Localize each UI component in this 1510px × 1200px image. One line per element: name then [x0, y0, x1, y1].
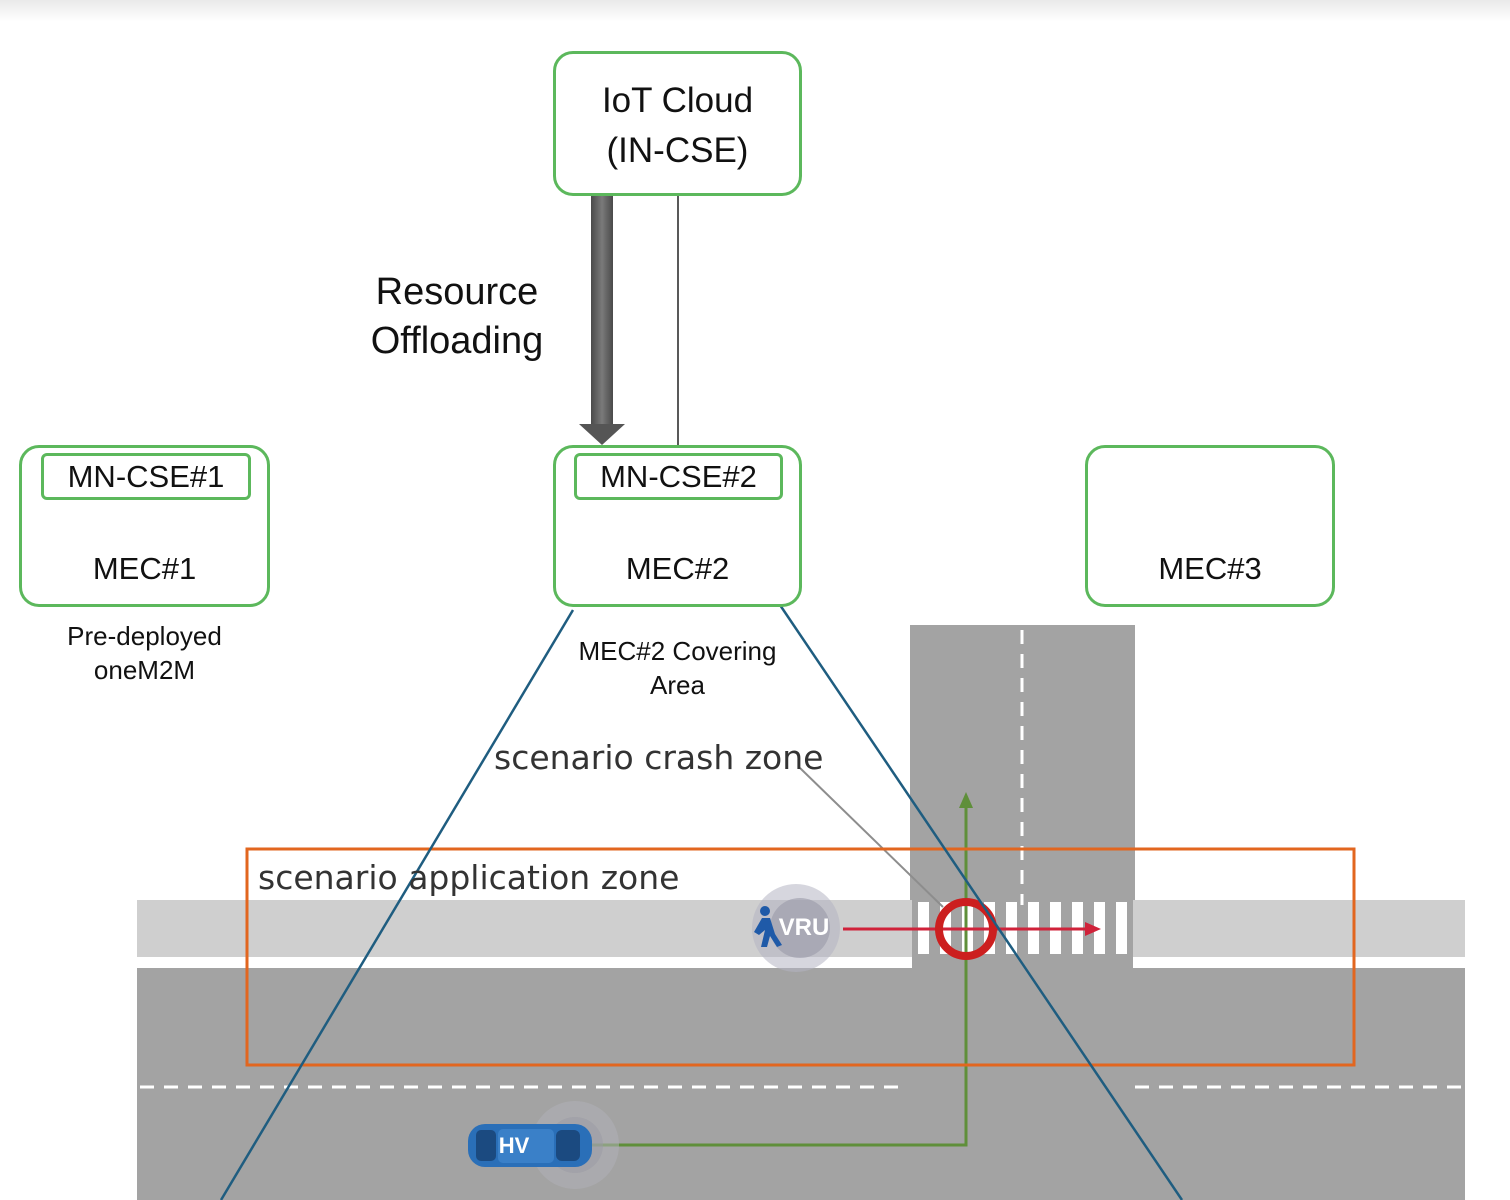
- cloud-title: IoT Cloud: [601, 81, 754, 120]
- application-zone-label: scenario application zone: [258, 858, 680, 897]
- mec2-box: MN-CSE#2 MEC#2: [553, 445, 802, 607]
- road-edge-left: [137, 957, 912, 968]
- hv-path-arrowhead: [959, 792, 973, 808]
- coverage-line-left: [219, 609, 575, 1200]
- vru-path-arrowhead: [1085, 922, 1101, 936]
- mn-cse2-box: MN-CSE#2: [574, 453, 783, 500]
- offload-arrow-head: [579, 424, 625, 445]
- application-zone: [245, 847, 1356, 1067]
- top-shadow: [0, 0, 1510, 22]
- coverage-line-right: [778, 604, 1184, 1200]
- crash-zone-pointer: [799, 767, 944, 908]
- hv-path: [585, 800, 968, 1147]
- car-icon: [468, 1124, 592, 1167]
- mec2-caption-line2: Area: [650, 670, 705, 700]
- mn-cse1-box: MN-CSE#1: [41, 453, 251, 500]
- mec1-caption-line1: Pre-deployed: [67, 621, 222, 651]
- crash-ring: [935, 898, 997, 960]
- vru-label: VRU: [778, 914, 830, 941]
- iot-cloud-box: IoT Cloud (IN-CSE): [553, 51, 802, 196]
- offload-label-line1: Resource: [375, 271, 539, 313]
- mec2-caption-line1: MEC#2 Covering: [578, 636, 777, 666]
- sidewalk-right: [1133, 900, 1465, 957]
- main-road: [137, 968, 1465, 1200]
- mec3-label: MEC#3: [1158, 551, 1262, 586]
- mec1-caption-line2: oneM2M: [93, 655, 196, 685]
- vru-halo-inner: [770, 898, 830, 958]
- mec1-label: MEC#1: [92, 551, 197, 586]
- mec3-box: MEC#3: [1085, 445, 1335, 607]
- hv-label: HV: [498, 1133, 530, 1158]
- road-edge-right: [1133, 957, 1465, 968]
- offload-arrow-shaft: [591, 194, 613, 426]
- pedestrian-icon: [754, 906, 782, 947]
- mec1-box: MN-CSE#1 MEC#1: [19, 445, 270, 607]
- cloud-subtitle: (IN-CSE): [606, 131, 749, 170]
- mec2-label: MEC#2: [625, 551, 730, 586]
- offload-label-line2: Offloading: [370, 320, 544, 362]
- crash-zone-label: scenario crash zone: [494, 738, 824, 777]
